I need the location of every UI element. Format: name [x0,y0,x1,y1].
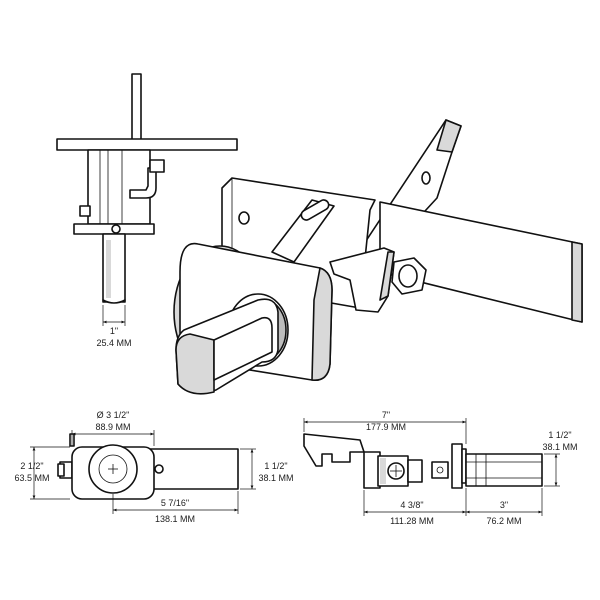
diameter-in: Ø 3 1/2" [97,410,130,420]
side-width-in: 1" [110,326,118,336]
end-mm: 76.2 MM [486,516,521,526]
diameter-mm: 88.9 MM [95,422,130,432]
height-in: 2 1/2" [20,461,43,471]
bar-height-in: 1 1/2" [264,461,287,471]
end-in: 3" [500,500,508,510]
right-height-in: 1 1/2" [548,430,571,440]
right-height-mm: 38.1 MM [542,442,577,452]
height-mm: 63.5 MM [14,473,49,483]
top-view: 7" 177.9 MM 1 1/2" 38.1 MM 4 3/8" 111.28… [303,410,578,526]
side-width-mm: 25.4 MM [96,338,131,348]
length-in: 5 7/16" [161,498,189,508]
side-view: 1" 25.4 MM [56,73,238,348]
mid-mm: 111.28 MM [390,516,434,526]
mid-in: 4 3/8" [400,500,423,510]
front-view: Ø 3 1/2" 88.9 MM 2 1/2" 63.5 MM 1 1/2" 3… [14,410,293,524]
length-mm: 138.1 MM [155,514,195,524]
total-in: 7" [382,410,390,420]
bar-height-mm: 38.1 MM [258,473,293,483]
total-mm: 177.9 MM [366,422,406,432]
isometric-view [173,119,583,395]
